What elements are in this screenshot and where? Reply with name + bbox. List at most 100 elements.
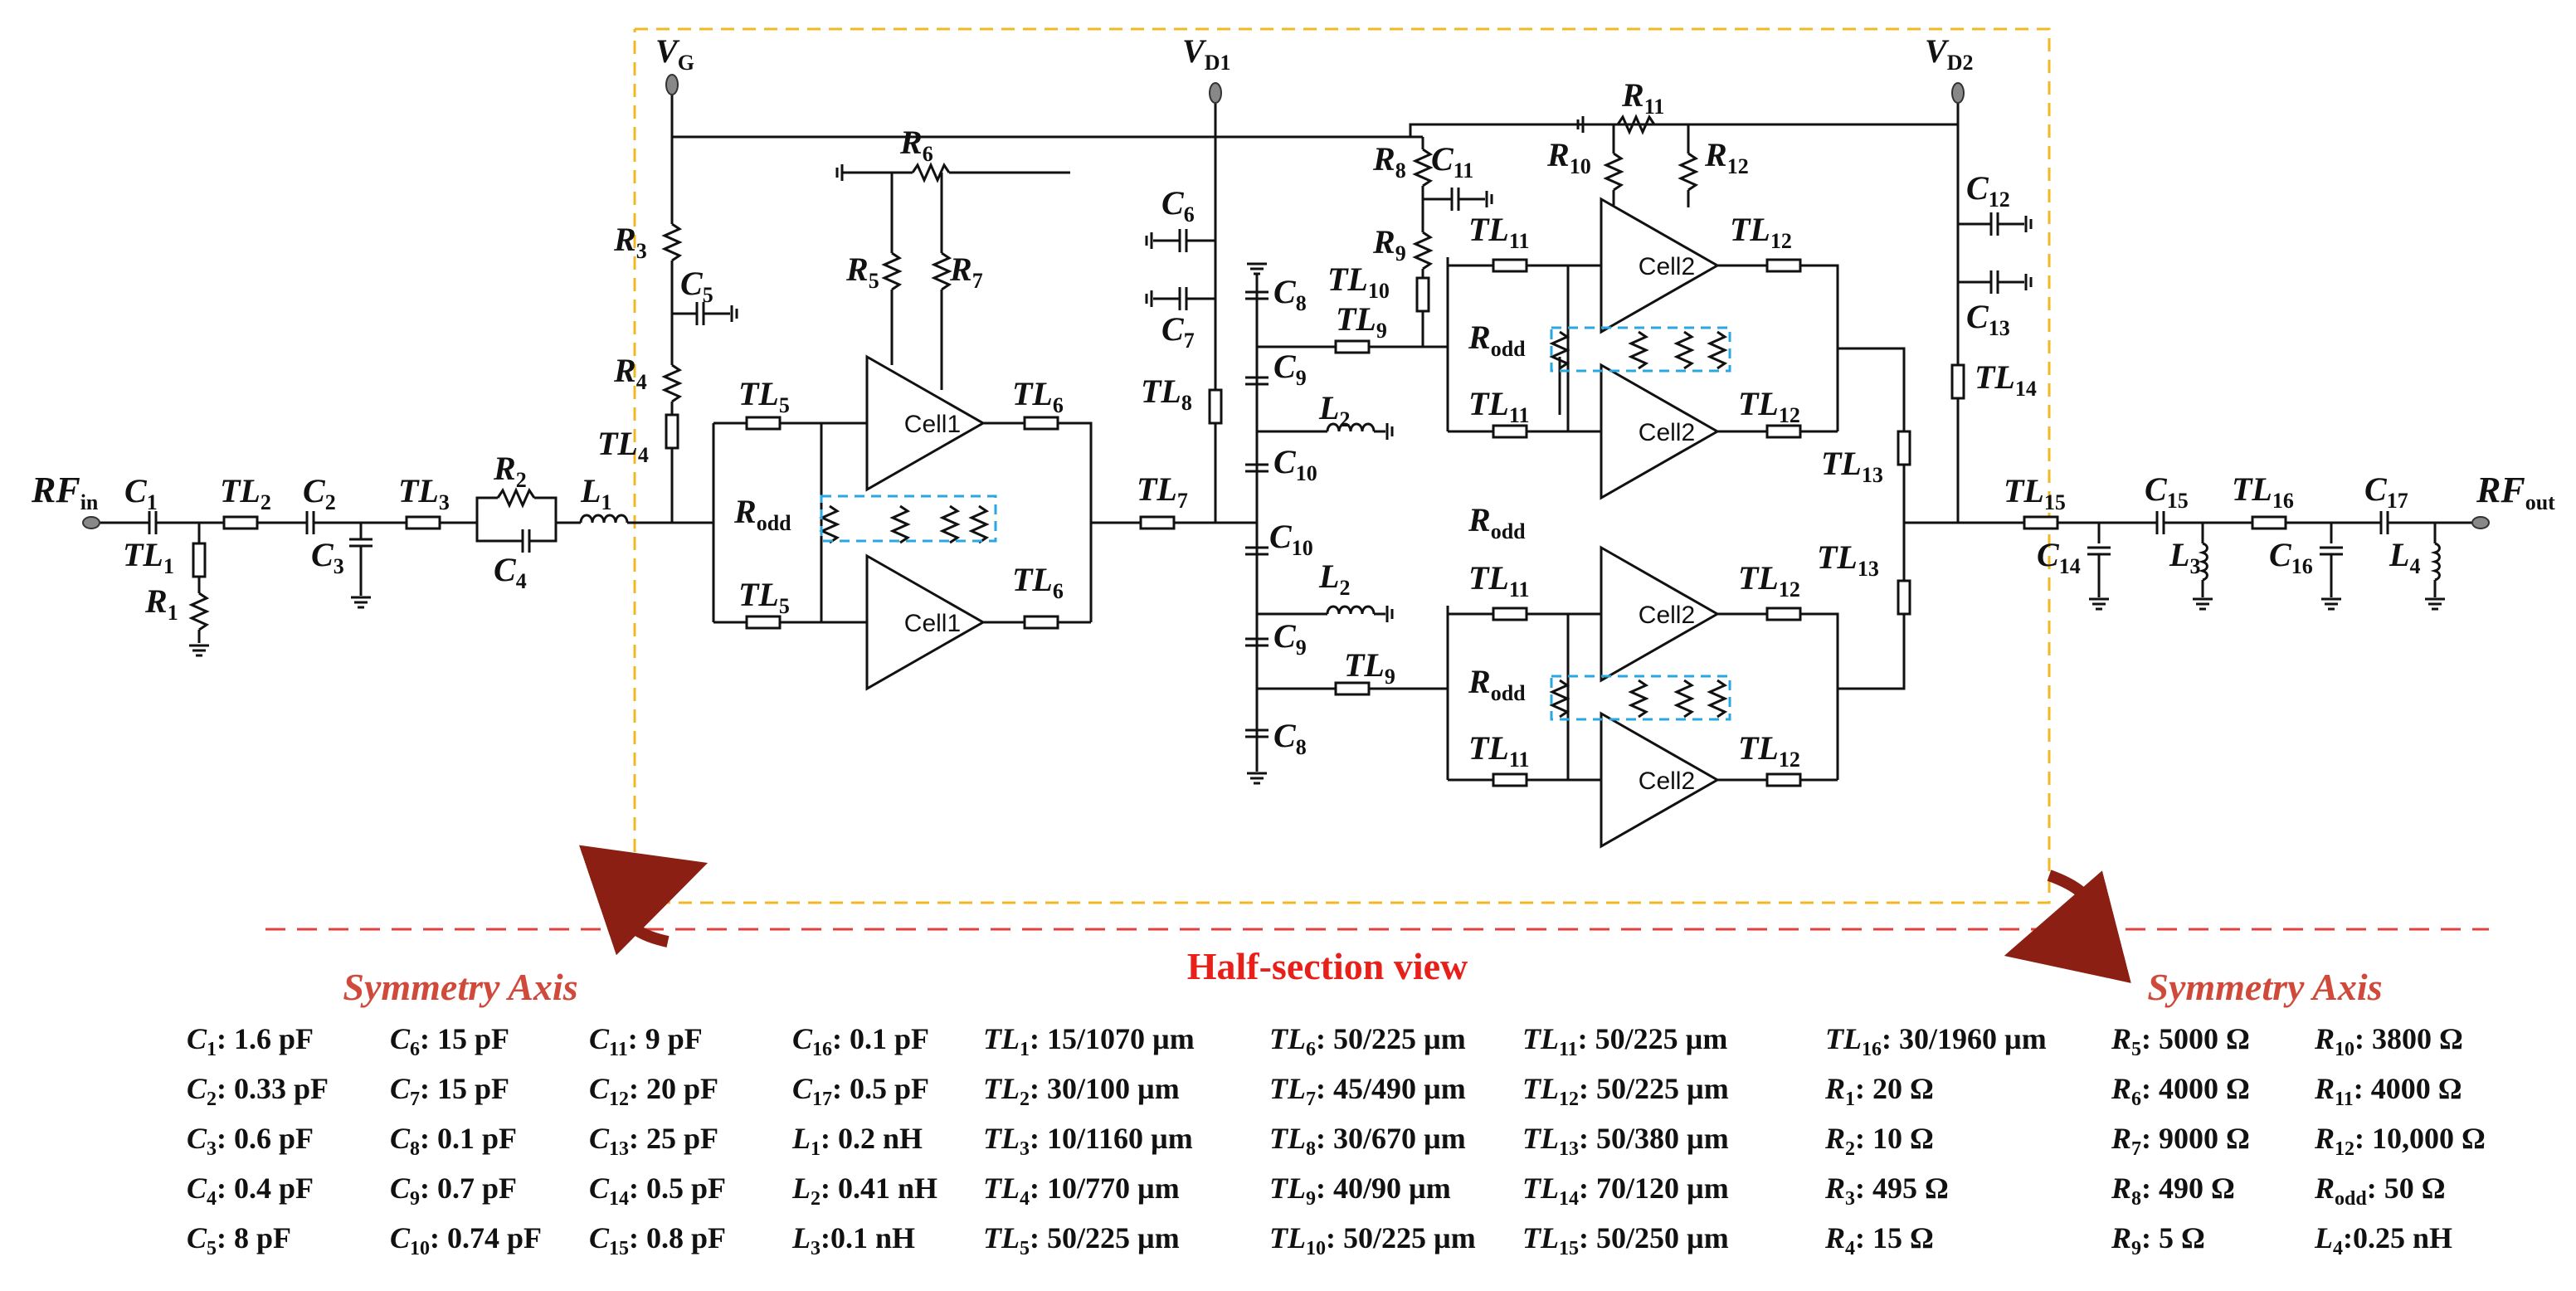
tl7-label: TL7	[1137, 470, 1188, 513]
c17-label: C17	[2364, 470, 2408, 513]
c4-label: C4	[494, 551, 527, 593]
value-r8: R8: 490 Ω	[2111, 1172, 2235, 1211]
tl14-label: TL14	[1975, 358, 2037, 401]
value-c9: C9: 0.7 pF	[390, 1172, 518, 1211]
value-c13: C13: 25 pF	[589, 1122, 719, 1161]
l1-inductor	[579, 514, 629, 524]
l2-inductor-top	[1326, 422, 1376, 432]
rodd-highlight-box	[1550, 326, 1731, 373]
r7-resistor	[931, 251, 952, 291]
r8-resistor	[1412, 148, 1434, 188]
c14-label: C14	[2037, 536, 2081, 578]
group-a-tl12-bottom	[1765, 424, 1802, 439]
cell-label: Cell2	[1639, 767, 1695, 795]
value-c10: C10: 0.74 pF	[390, 1221, 543, 1260]
tl4-line	[665, 413, 679, 450]
group-b-tl11-top	[1492, 607, 1528, 621]
symmetry-arrow-left	[578, 845, 709, 956]
tl6-label-bottom: TL6	[1012, 561, 1064, 603]
symmetry-axis-label-left: Symmetry Axis	[343, 966, 577, 1008]
value-c17: C17: 0.5 pF	[792, 1072, 930, 1111]
value-tl7: TL7: 45/490 µm	[1269, 1072, 1466, 1111]
value-c8: C8: 0.1 pF	[390, 1122, 518, 1161]
value-tl8: TL8: 30/670 µm	[1269, 1122, 1466, 1161]
c8-label-bottom: C8	[1273, 717, 1307, 759]
value-tl15: TL15: 50/250 µm	[1522, 1221, 1729, 1260]
value-r12: R12: 10,000 Ω	[2315, 1122, 2486, 1161]
tl5-line-bottom	[745, 615, 782, 630]
r4-label: R4	[613, 352, 647, 394]
c7-label: C7	[1161, 310, 1195, 353]
l4-label: L4	[2389, 536, 2420, 578]
r3-label: R3	[613, 221, 647, 263]
c9-label-bottom: C9	[1273, 617, 1307, 660]
value-r5: R5: 5000 Ω	[2111, 1022, 2250, 1061]
tl5-line-top	[745, 416, 782, 431]
value-tl14: TL14: 70/120 µm	[1522, 1172, 1729, 1211]
cell1-bottom	[865, 553, 986, 691]
wire	[1058, 421, 1093, 622]
wire	[1409, 123, 1958, 137]
value-c12: C12: 20 pF	[589, 1072, 719, 1111]
r11-resistor	[1616, 114, 1656, 135]
tl10-label: TL10	[1327, 261, 1390, 303]
rodd-resistor	[1707, 330, 1728, 370]
value-r10: R10: 3800 Ω	[2315, 1022, 2463, 1061]
tl11-label-1: TL11	[1468, 211, 1529, 253]
value-c1: C1: 1.6 pF	[187, 1022, 314, 1061]
rodd-label-2: Rodd	[1468, 319, 1526, 361]
group-a-tl11-bottom	[1492, 424, 1528, 439]
c8-label-top: C8	[1273, 273, 1307, 315]
tl12-label-2: TL12	[1738, 385, 1800, 427]
value-c6: C6: 15 pF	[390, 1022, 510, 1061]
value-r2: R2: 10 Ω	[1825, 1122, 1934, 1161]
vd2-label: VD2	[1925, 32, 1973, 75]
r3-resistor	[661, 222, 683, 262]
r5-resistor	[881, 251, 903, 291]
group-b-tl12-top	[1765, 607, 1802, 621]
value-rodd: Rodd: 50 Ω	[2315, 1172, 2446, 1211]
rf-out-port-icon	[2471, 516, 2490, 529]
rodd-resistor	[1707, 679, 1728, 719]
tl9-line-bottom	[1334, 681, 1371, 696]
c1-label: C1	[124, 472, 158, 514]
value-tl3: TL3: 10/1160 µm	[983, 1122, 1193, 1161]
tl6-line-bottom	[1023, 615, 1059, 630]
r5-label: R5	[845, 251, 879, 293]
cell-label: Cell2	[1639, 419, 1695, 446]
rodd-resistor	[1673, 330, 1695, 370]
value-l4: L4:0.25 nH	[2315, 1221, 2453, 1260]
r6-label: R6	[899, 124, 933, 166]
tl13-label-top: TL13	[1821, 445, 1883, 487]
value-r4: R4: 15 Ω	[1825, 1221, 1934, 1260]
r10-label: R10	[1546, 136, 1591, 178]
c3-label: C3	[311, 536, 344, 578]
value-c2: C2: 0.33 pF	[187, 1072, 329, 1111]
rodd-resistor	[939, 504, 961, 544]
rodd-resistor	[1628, 330, 1649, 370]
tl14-line	[1950, 363, 1965, 400]
tl6-label-top: TL6	[1012, 375, 1064, 417]
tl13-label-bottom: TL13	[1817, 538, 1879, 581]
tl1-label: TL1	[123, 536, 174, 578]
tl11-label-2: TL11	[1468, 385, 1529, 427]
cell-label: Cell1	[904, 411, 961, 438]
tl2-label: TL2	[220, 472, 271, 514]
vd2-supply-pin-icon	[1951, 82, 1965, 104]
group-a-tl12-top	[1765, 258, 1802, 273]
value-c15: C15: 0.8 pF	[589, 1221, 727, 1260]
c10-label-bottom: C10	[1269, 518, 1313, 560]
cell1-top	[865, 354, 986, 492]
tl1-line	[192, 542, 207, 578]
wire	[529, 523, 558, 543]
rodd-resistor	[1549, 679, 1570, 719]
l3-label: L3	[2169, 536, 2200, 578]
value-c5: C5: 8 pF	[187, 1221, 292, 1260]
value-r7: R7: 9000 Ω	[2111, 1122, 2250, 1161]
tl11-label-3: TL11	[1468, 559, 1529, 602]
c5-label: C5	[680, 265, 713, 307]
cell-label: Cell2	[1639, 602, 1695, 629]
tl13-line-top	[1897, 430, 1911, 466]
value-c7: C7: 15 pF	[390, 1072, 510, 1111]
group-b-cell2-bottom	[1600, 711, 1721, 849]
